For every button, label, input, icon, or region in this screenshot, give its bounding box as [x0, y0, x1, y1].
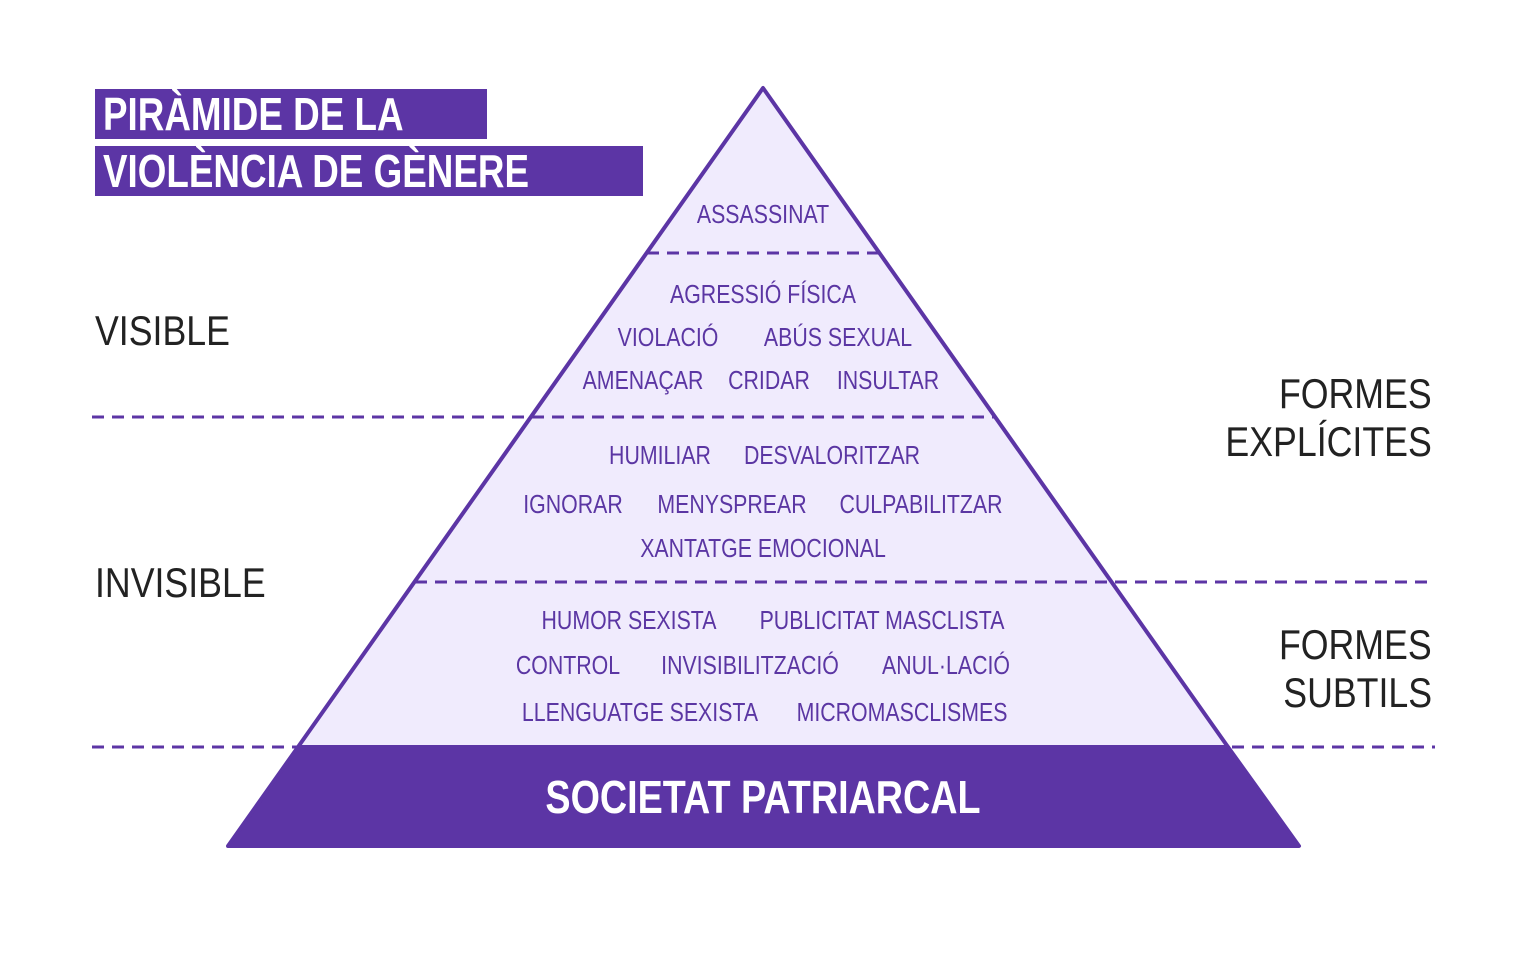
level-item: AMENAÇAR: [582, 365, 704, 395]
level-item: AGRESSIÓ FÍSICA: [670, 279, 856, 309]
level-item: CONTROL: [515, 650, 621, 680]
level-item: LLENGUATGE SEXISTA: [521, 697, 759, 727]
level-item: PUBLICITAT MASCLISTA: [759, 605, 1005, 635]
level-item: CULPABILITZAR: [839, 489, 1003, 519]
level-item: CRIDAR: [728, 365, 810, 395]
base-label: SOCIETAT PATRIARCAL: [545, 771, 981, 823]
level-item: MENYSPREAR: [657, 489, 807, 519]
label-visible: VISIBLE: [95, 307, 230, 354]
label-subtle-1: FORMES: [1279, 621, 1432, 668]
label-subtle-2: SUBTILS: [1283, 669, 1432, 716]
level-item: ASSASSINAT: [696, 199, 830, 229]
level-item: VIOLACIÓ: [617, 322, 719, 352]
level-item: MICROMASCLISMES: [796, 697, 1008, 727]
level-item: INVISIBILITZACIÓ: [661, 650, 839, 680]
level-item: HUMILIAR: [609, 440, 711, 470]
level-item: HUMOR SEXISTA: [541, 605, 717, 635]
title-line-2: VIOLÈNCIA DE GÈNERE: [95, 146, 644, 196]
level-item: ABÚS SEXUAL: [763, 322, 913, 352]
level-item: ANUL·LACIÓ: [882, 650, 1010, 680]
label-explicit-1: FORMES: [1279, 370, 1432, 417]
level-item: IGNORAR: [523, 489, 623, 519]
title-line-1: PIRÀMIDE DE LA: [95, 89, 487, 139]
level-item: XANTATGE EMOCIONAL: [640, 533, 886, 563]
label-invisible: INVISIBLE: [95, 559, 266, 606]
label-explicit-2: EXPLÍCITES: [1225, 418, 1432, 465]
level-item: INSULTAR: [836, 365, 940, 395]
level-item: DESVALORITZAR: [743, 440, 921, 470]
